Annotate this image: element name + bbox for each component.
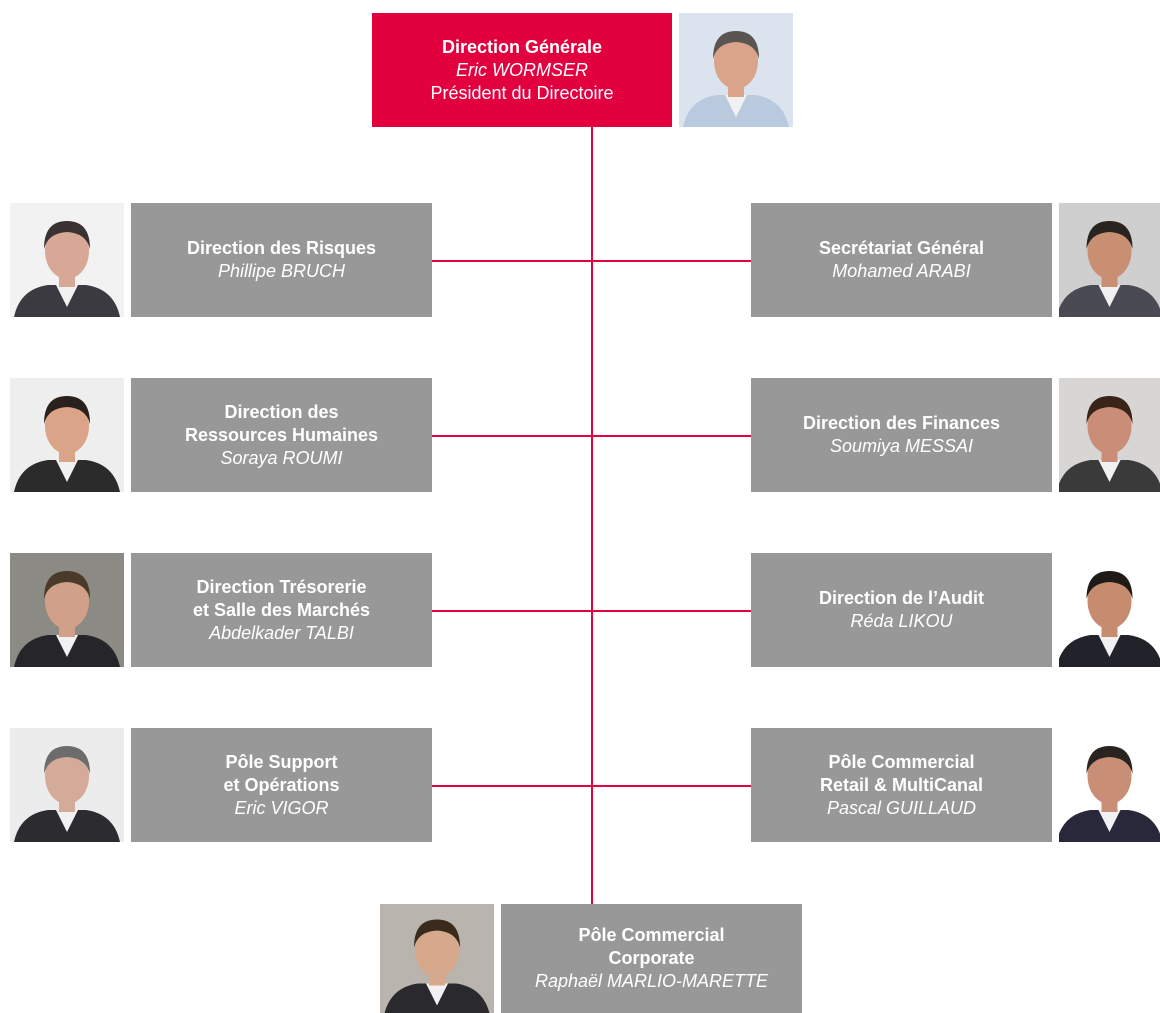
box-title: Pôle Commercial: [828, 751, 975, 772]
org-box-direction-generale: Direction Générale Eric WORMSER Présiden…: [372, 13, 672, 127]
box-title: Direction Trésorerie: [196, 576, 367, 597]
portrait-photo: [10, 553, 124, 667]
box-title: Ressources Humaines: [184, 424, 379, 445]
box-person-name: Eric VIGOR: [234, 797, 329, 818]
connector-trunk: [591, 126, 593, 904]
connector-branch-1: [432, 260, 751, 262]
portrait-photo: [10, 378, 124, 492]
box-title: Corporate: [608, 948, 695, 968]
box-title: Retail & MultiCanal: [819, 774, 984, 795]
portrait-photo: [10, 203, 124, 317]
org-box-right-1: Secrétariat Général Mohamed ARABI: [751, 203, 1052, 317]
box-title: Direction des Risques: [186, 238, 377, 258]
org-box-right-4: Pôle Commercial Retail & MultiCanal Pasc…: [751, 728, 1052, 842]
box-person-name: Phillipe BRUCH: [217, 261, 346, 281]
org-box-left-1: Direction des Risques Phillipe BRUCH: [131, 203, 432, 317]
connector-branch-3: [432, 610, 751, 612]
box-person-name: Raphaël MARLIO-MARETTE: [534, 971, 769, 991]
box-person-name: Eric WORMSER: [456, 59, 588, 80]
portrait-photo: [1059, 203, 1160, 317]
portrait-photo: [1059, 553, 1160, 667]
box-title: Secrétariat Général: [818, 238, 985, 258]
box-title: Direction Générale: [441, 36, 603, 57]
portrait-photo: [679, 13, 793, 127]
connector-branch-2: [432, 435, 751, 437]
box-title: Direction des Finances: [802, 413, 1001, 433]
box-title: Pôle Support: [225, 751, 338, 772]
box-title: et Salle des Marchés: [192, 599, 371, 620]
box-title: et Opérations: [223, 774, 340, 795]
box-title: Direction de l’Audit: [818, 588, 984, 608]
org-box-left-3: Direction Trésorerie et Salle des Marché…: [131, 553, 432, 667]
box-person-name: Abdelkader TALBI: [209, 622, 354, 643]
org-box-left-4: Pôle Support et Opérations Eric VIGOR: [131, 728, 432, 842]
portrait-photo: [1059, 728, 1160, 842]
box-title: Direction des: [224, 401, 339, 422]
org-box-left-2: Direction des Ressources Humaines Soraya…: [131, 378, 432, 492]
box-person-name: Soumiya MESSAI: [829, 436, 974, 456]
box-person-name: Mohamed ARABI: [832, 261, 971, 281]
box-person-name: Pascal GUILLAUD: [826, 797, 977, 818]
portrait-photo: [1059, 378, 1160, 492]
portrait-photo: [10, 728, 124, 842]
box-person-name: Soraya ROUMI: [220, 447, 343, 468]
org-box-right-3: Direction de l’Audit Réda LIKOU: [751, 553, 1052, 667]
box-person-name: Réda LIKOU: [850, 611, 953, 631]
box-title: Pôle Commercial: [578, 925, 725, 945]
portrait-photo: [380, 904, 494, 1013]
connector-branch-4: [432, 785, 751, 787]
org-box-bottom: Pôle Commercial Corporate Raphaël MARLIO…: [501, 904, 802, 1013]
box-role: Président du Directoire: [430, 82, 614, 103]
org-box-right-2: Direction des Finances Soumiya MESSAI: [751, 378, 1052, 492]
